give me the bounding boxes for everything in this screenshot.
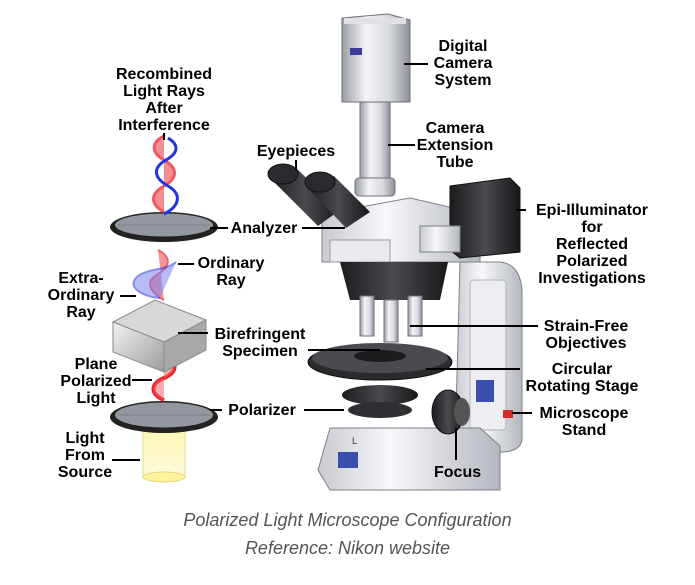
label-strain-free-objectives: Strain-Free Objectives — [543, 318, 629, 352]
label-camera-extension-tube: Camera Extension Tube — [416, 120, 494, 171]
label-eyepieces: Eyepieces — [256, 143, 336, 160]
label-focus: Focus — [434, 464, 482, 481]
label-epi-illuminator: Epi-Illuminator for Reflected Polarized … — [536, 202, 648, 287]
label-plane-polarized-light: Plane Polarized Light — [60, 356, 132, 407]
label-recombined-light-rays: Recombined Light Rays After Interference — [115, 66, 212, 134]
condenser-polarizer-ring — [342, 385, 418, 418]
objective-turret — [340, 262, 448, 343]
label-polarizer: Polarizer — [228, 402, 296, 419]
label-microscope-stand: Microscope Stand — [539, 405, 629, 439]
split-rays — [132, 249, 177, 301]
light-beam — [142, 424, 186, 478]
focus-knob — [431, 389, 470, 435]
label-analyzer: Analyzer — [230, 220, 298, 237]
epi-illuminator-housing — [419, 177, 521, 259]
caption-reference: Reference: Nikon website — [244, 538, 451, 558]
leader-lines — [112, 63, 538, 461]
digital-camera-body — [341, 13, 411, 103]
svg-text:L: L — [352, 436, 357, 446]
label-digital-camera-system: Digital Camera System — [433, 38, 493, 89]
caption-title: Polarized Light Microscope Configuration — [183, 510, 512, 530]
eyepiece-tubes — [267, 163, 370, 228]
label-extra-ordinary-ray: Extra- Ordinary Ray — [47, 270, 115, 321]
label-ordinary-ray: Ordinary Ray — [197, 255, 265, 289]
label-light-from-source: Light From Source — [57, 430, 113, 481]
recombined-wave — [152, 134, 179, 216]
label-circular-rotating-stage: Circular Rotating Stage — [525, 361, 639, 395]
camera-extension-tube — [359, 101, 391, 185]
analyzer-filter-disc — [110, 212, 218, 242]
microscope-stand-body — [454, 261, 523, 453]
rotating-stage — [307, 343, 453, 381]
light-beam-base — [142, 471, 186, 483]
microscope-base: L — [317, 427, 501, 491]
light-path-illustration — [110, 134, 218, 483]
polarizer-filter-disc — [110, 401, 218, 433]
label-birefringent-specimen: Birefringent Specimen — [214, 326, 306, 360]
